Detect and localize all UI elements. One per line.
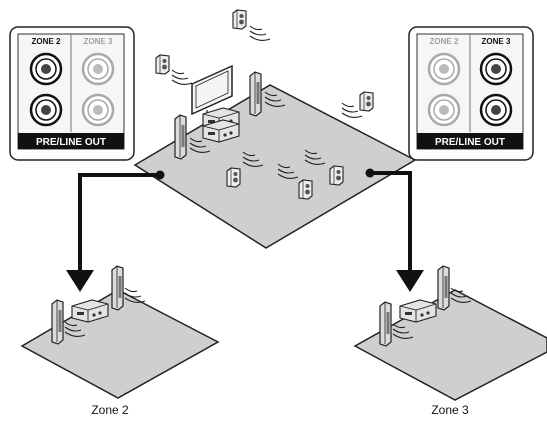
rca-jack-icon bbox=[427, 52, 461, 86]
zone2-room: Zone 2 bbox=[20, 265, 220, 417]
rca-jack-icon bbox=[81, 93, 115, 127]
receiver-icon bbox=[202, 107, 240, 143]
left-connector-panel: ZONE 2 ZONE 3 PRE/LINE OUT bbox=[9, 26, 135, 161]
rca-jack-icon bbox=[29, 52, 63, 86]
rca-jack-icon bbox=[427, 93, 461, 127]
zone2-arrow bbox=[66, 170, 165, 292]
rca-jack-icon bbox=[479, 52, 513, 86]
right-panel-zone2-label: ZONE 2 bbox=[430, 37, 459, 46]
height-speaker-icon bbox=[232, 9, 247, 30]
surround-speaker-icon bbox=[298, 179, 313, 200]
zone3-caption: Zone 3 bbox=[431, 403, 469, 417]
surround-speaker-icon bbox=[226, 167, 241, 188]
left-panel-zone2-label: ZONE 2 bbox=[32, 37, 61, 46]
right-panel-footer: PRE/LINE OUT bbox=[435, 137, 505, 148]
main-room bbox=[133, 9, 417, 249]
zone2-speaker-icon bbox=[111, 265, 124, 311]
right-connector-panel: ZONE 2 ZONE 3 PRE/LINE OUT bbox=[408, 26, 534, 161]
left-panel-footer: PRE/LINE OUT bbox=[36, 137, 106, 148]
height-speaker-icon bbox=[359, 91, 374, 112]
rca-jack-icon bbox=[81, 52, 115, 86]
main-room-floor bbox=[133, 84, 417, 249]
rca-jack-icon bbox=[479, 93, 513, 127]
surround-speaker-icon bbox=[329, 165, 344, 186]
zone3-room: Zone 3 bbox=[353, 265, 547, 417]
right-panel-zone3-label: ZONE 3 bbox=[482, 37, 511, 46]
front-left-speaker-icon bbox=[174, 114, 187, 160]
rca-jack-icon bbox=[29, 93, 63, 127]
front-right-speaker-icon bbox=[249, 71, 262, 117]
zone3-speaker-icon bbox=[379, 301, 392, 347]
zone2-caption: Zone 2 bbox=[91, 403, 129, 417]
left-panel-zone3-label: ZONE 3 bbox=[84, 37, 113, 46]
zone3-speaker-icon bbox=[437, 265, 450, 311]
height-speaker-icon bbox=[155, 54, 170, 75]
zone3-arrow bbox=[365, 168, 424, 292]
zone2-speaker-icon bbox=[51, 299, 64, 345]
